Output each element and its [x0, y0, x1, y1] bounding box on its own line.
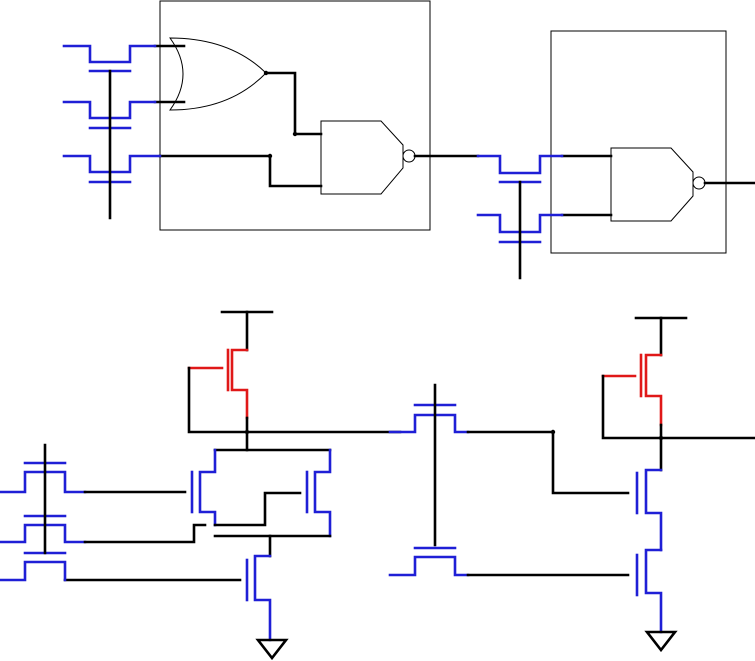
nmos-series-right-b — [635, 548, 663, 634]
nmos-pull-down-left-a — [190, 448, 217, 527]
nmos-switch — [476, 154, 564, 184]
or-output-wire — [264, 71, 323, 136]
nand-gate-right — [610, 147, 706, 222]
top-right-module — [476, 30, 755, 280]
or-gate — [169, 37, 267, 111]
nmos-switch — [0, 514, 87, 544]
nmos-switch — [0, 461, 87, 494]
top-left-module — [62, 0, 480, 231]
bottom-left-circuit — [0, 310, 402, 661]
nmos-switch — [62, 44, 157, 73]
bottom-right-circuit — [388, 316, 755, 653]
module-box-right — [550, 30, 727, 254]
nmos-series-left — [245, 554, 272, 642]
ground-symbol — [255, 638, 289, 661]
pmos-pullup-right — [601, 353, 663, 427]
nmos-switch — [0, 551, 67, 582]
nand-gate-left — [320, 120, 416, 195]
nand-input-wire — [158, 154, 323, 188]
nmos-series-right-a — [635, 468, 663, 552]
nmos-switch — [388, 546, 470, 577]
module-box-left — [159, 0, 431, 231]
nmos-switch — [62, 154, 162, 184]
nmos-pull-down-left-b — [305, 448, 332, 538]
pmos-pullup-left — [187, 348, 249, 420]
nmos-switch — [388, 403, 470, 434]
ground-symbol — [644, 630, 678, 653]
